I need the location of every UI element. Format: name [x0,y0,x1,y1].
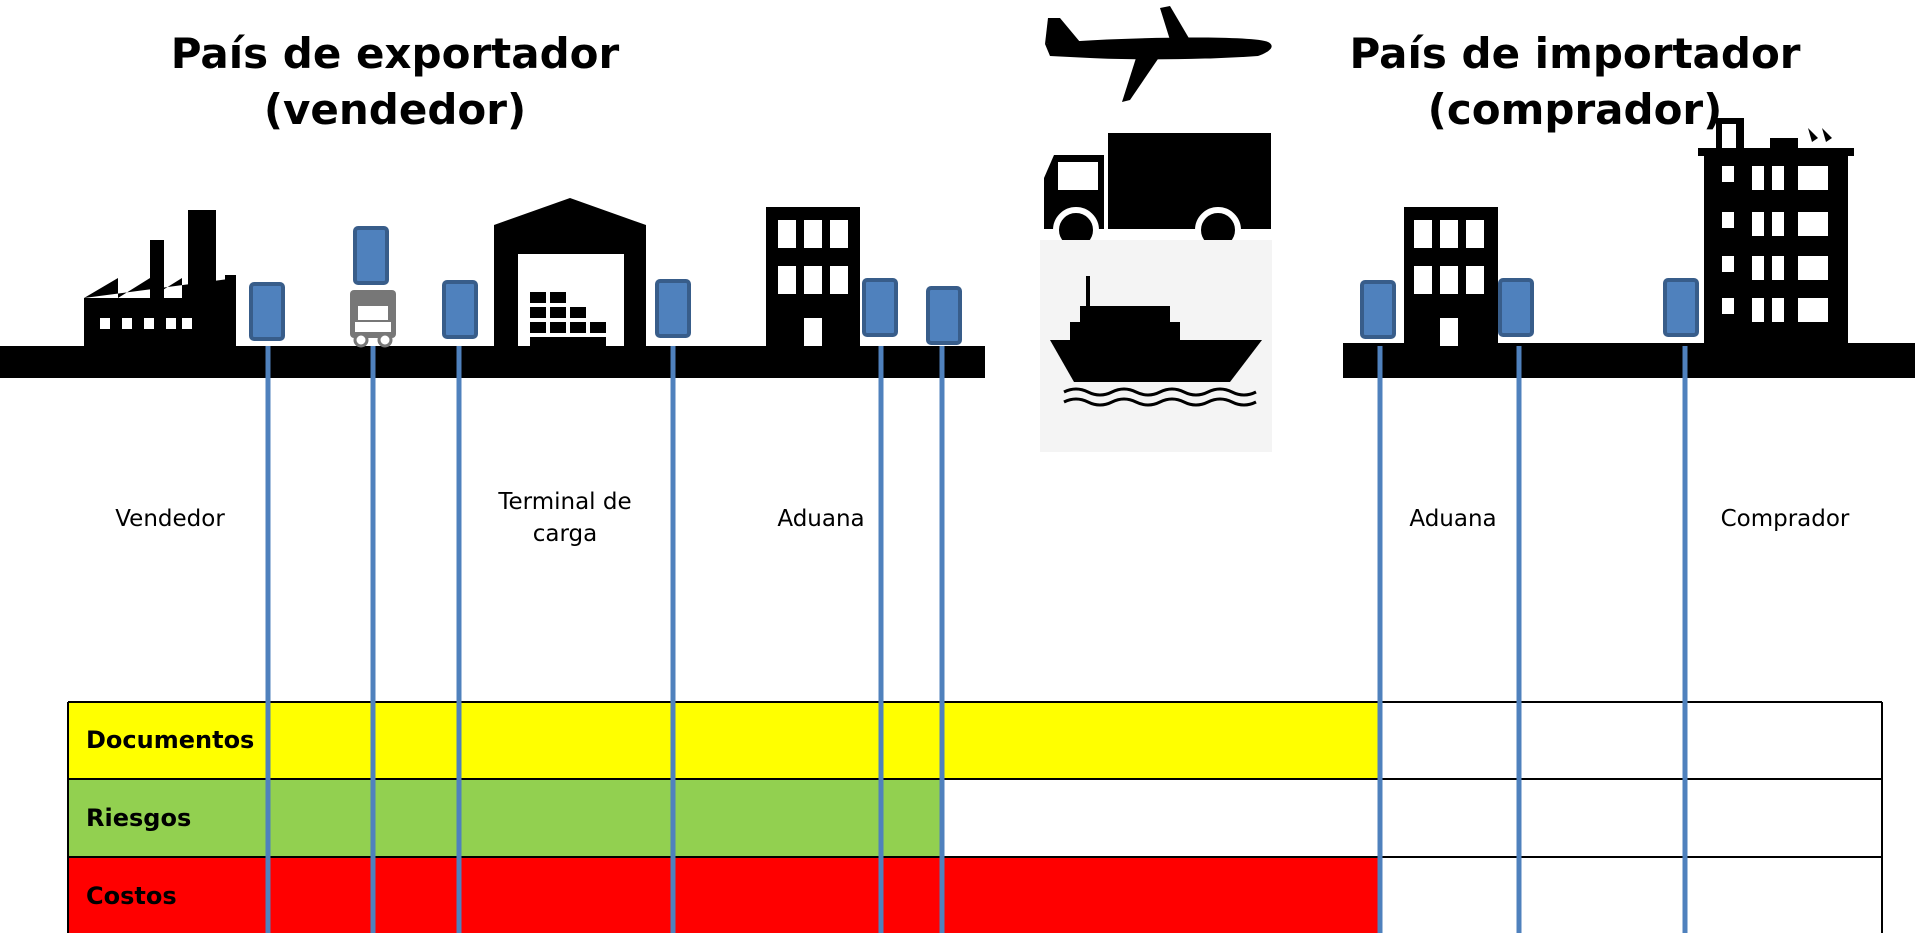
marker-4 [655,279,691,338]
transfer-point-markers [249,226,1699,345]
tower-building-icon [1698,118,1854,346]
cargo-truck-icon [1044,133,1271,253]
ship-icon [1040,240,1272,452]
row-costs-fill [68,857,1379,933]
marker-9 [1663,278,1699,337]
row-documents-fill [68,702,1379,779]
row-risks-fill [68,779,941,857]
stage-label-buyer: Comprador [1720,506,1850,532]
marker-2 [353,226,389,285]
marker-1 [249,282,285,341]
row-label-risks: Riesgos [86,804,192,832]
stage-label-seller: Vendedor [115,506,225,532]
row-label-costs: Costos [86,882,177,910]
marker-6 [926,286,962,345]
marker-3 [442,280,478,339]
office-building-icon [766,207,860,346]
marker-5 [862,278,898,337]
marker-7 [1360,280,1396,339]
marker-8 [1498,278,1534,337]
customs-building-icon [1404,207,1498,346]
exporter-ground [0,346,985,378]
stage-label-import-customs: Aduana [1409,506,1497,532]
warehouse-icon [494,198,646,346]
transfer-lines [265,346,1688,933]
airplane-icon [1045,6,1272,102]
truck-icon [350,290,396,348]
row-label-documents: Documentos [86,726,255,754]
factory-icon [84,210,236,346]
importer-ground [1343,343,1915,378]
stage-label-export-customs: Aduana [777,506,865,532]
stage-label-cargo-terminal: Terminal de carga [498,489,632,547]
responsibility-table [67,701,1883,933]
importer-country-heading: País de importador (comprador) [1349,29,1801,134]
exporter-country-heading: País de exportador (vendedor) [170,29,620,134]
